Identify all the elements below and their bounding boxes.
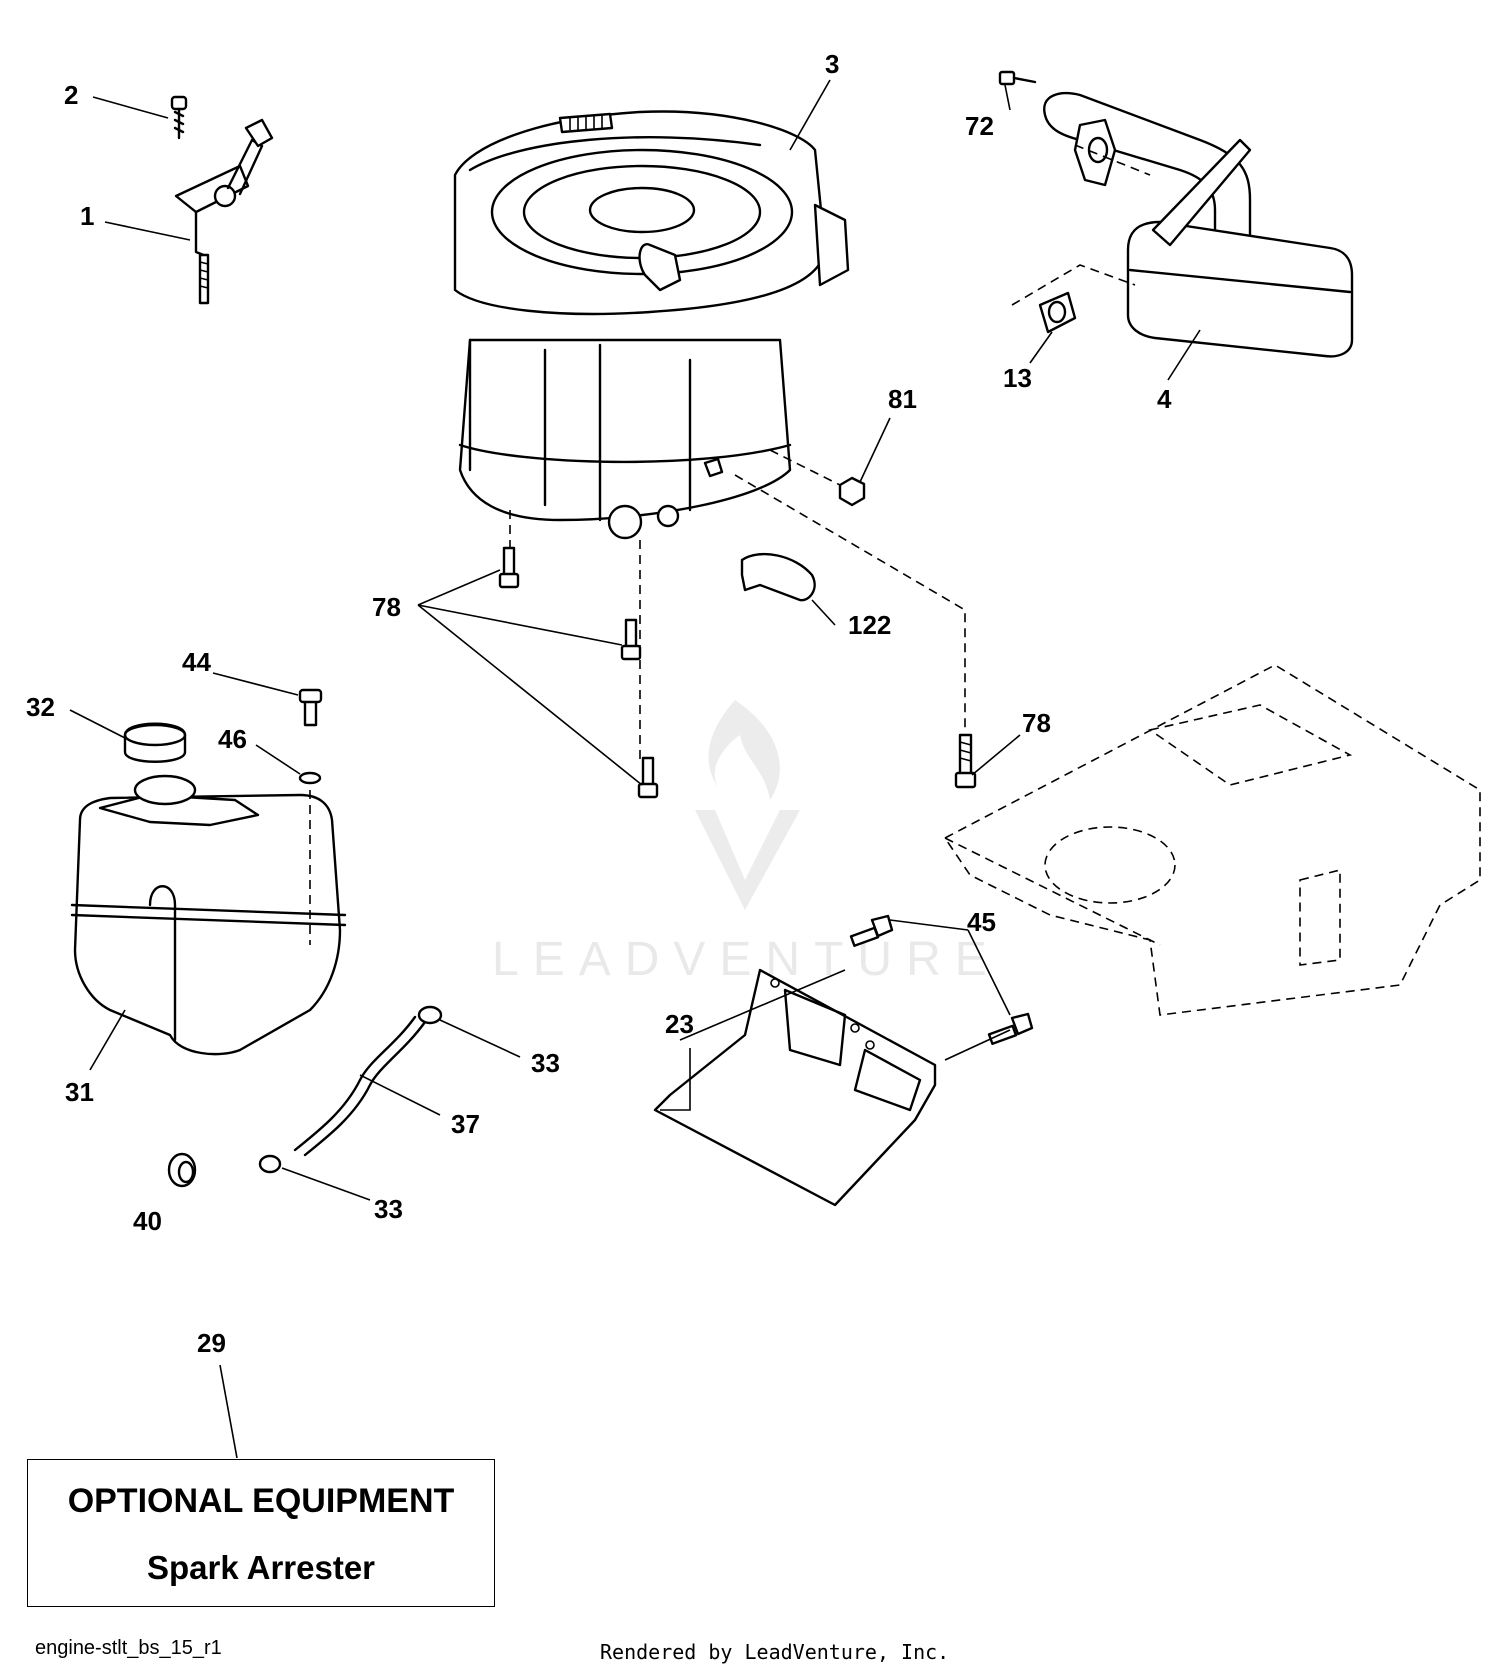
callout-2: 2 (64, 80, 78, 110)
leader-lines (69, 79, 1201, 1459)
callout-46: 46 (218, 724, 247, 754)
callout-23: 23 (665, 1009, 694, 1039)
callout-3: 3 (825, 49, 839, 79)
watermark-flame-icon (708, 700, 780, 800)
engine-bolts-part[interactable] (498, 510, 977, 799)
callout-122: 122 (848, 610, 891, 640)
callout-72: 72 (965, 111, 994, 141)
optional-equipment-box: OPTIONAL EQUIPMENT Spark Arrester (27, 1459, 495, 1607)
callout-33-top: 33 (531, 1048, 560, 1078)
watermark: LEADVENTURE (492, 700, 1001, 986)
callout-81: 81 (888, 384, 917, 414)
heat-shield-part[interactable] (653, 914, 1034, 1207)
watermark-text: LEADVENTURE (492, 933, 1001, 986)
rendered-by-credit: Rendered by LeadVenture, Inc. (600, 1640, 950, 1664)
callout-37: 37 (451, 1109, 480, 1139)
frame-part (943, 664, 1481, 1016)
callout-45: 45 (967, 907, 996, 937)
fuel-tank-part[interactable] (70, 688, 347, 1056)
callout-78-left: 78 (372, 592, 401, 622)
callout-78-right: 78 (1022, 708, 1051, 738)
diagram-id: engine-stlt_bs_15_r1 (35, 1637, 222, 1659)
engine-part[interactable] (453, 110, 850, 540)
callout-13: 13 (1003, 363, 1032, 393)
callout-32: 32 (26, 692, 55, 722)
callout-4: 4 (1157, 384, 1172, 414)
muffler-part[interactable] (998, 70, 1354, 358)
optional-equipment-title: OPTIONAL EQUIPMENT (67, 1482, 455, 1520)
callout-1: 1 (80, 201, 94, 231)
watermark-v-icon (695, 810, 800, 910)
callout-33-bottom: 33 (374, 1194, 403, 1224)
fuel-line-part[interactable] (167, 1005, 443, 1188)
callout-40: 40 (133, 1206, 162, 1236)
callout-31: 31 (65, 1077, 94, 1107)
callout-44: 44 (182, 647, 211, 677)
optional-equipment-subtitle: Spark Arrester (146, 1549, 376, 1586)
throttle-control-part[interactable] (170, 95, 274, 305)
hardware-part[interactable] (639, 449, 966, 760)
callout-labels: 2 1 3 72 13 4 81 122 78 78 44 32 46 31 3… (26, 49, 1172, 1358)
callout-29: 29 (197, 1328, 226, 1358)
